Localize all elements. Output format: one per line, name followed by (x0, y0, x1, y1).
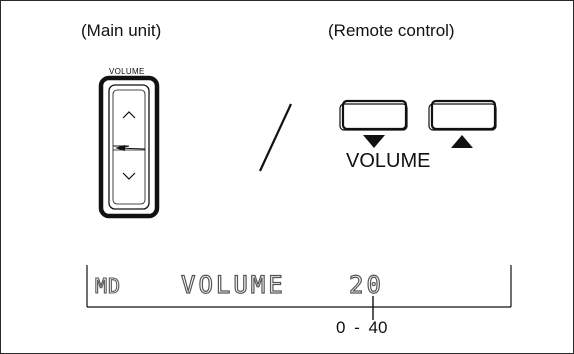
triangle-down-icon (363, 135, 385, 148)
volume-down-arrow-icon (122, 172, 136, 180)
separator-slash (259, 103, 292, 172)
display-level-text: 20 (349, 271, 384, 299)
volume-range-label: 0 - 40 (336, 318, 388, 337)
remote-control-label: (Remote control) (328, 21, 455, 40)
remote-volume-label: VOLUME (346, 150, 431, 172)
main-unit-label: (Main unit) (81, 21, 162, 40)
display-source-text: MD (95, 274, 121, 298)
triangle-up-icon (451, 135, 473, 148)
display-window (86, 265, 512, 320)
volume-up-arrow-icon (122, 111, 136, 119)
main-unit-volume-knob[interactable] (98, 75, 160, 219)
remote-volume-down-button[interactable] (339, 99, 408, 148)
knob-volume-label: VOLUME (109, 67, 145, 76)
display-volume-text: VOLUME (181, 271, 286, 299)
remote-volume-up-button[interactable] (428, 99, 497, 148)
